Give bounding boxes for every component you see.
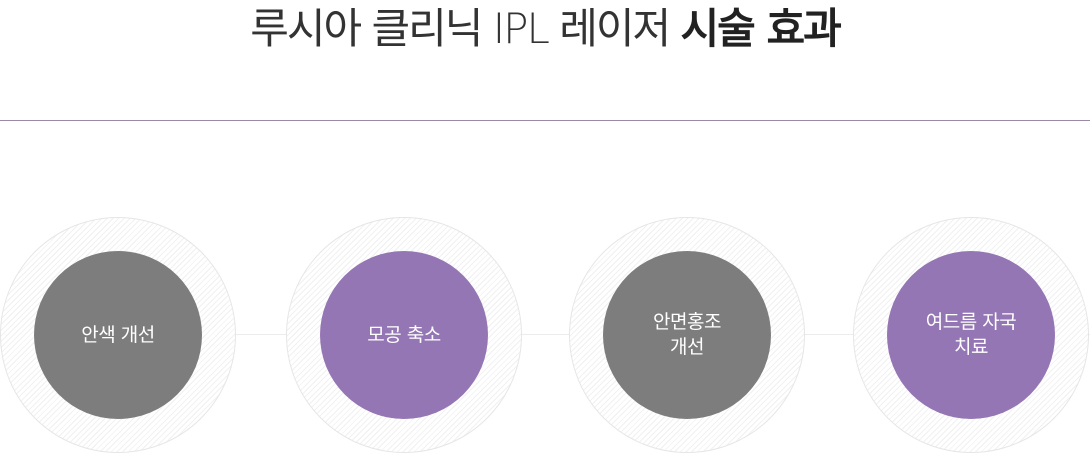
- effect-circle: 여드름 자국 치료: [887, 251, 1055, 419]
- page-title: 루시아 클리닉 IPL 레이저 시술 효과: [0, 0, 1090, 62]
- effect-item-pore: 모공 축소: [286, 217, 522, 453]
- effect-label: 안면홍조 개선: [653, 311, 721, 358]
- effect-item-skin-tone: 안색 개선: [0, 217, 236, 453]
- effect-item-acne-scar: 여드름 자국 치료: [853, 217, 1089, 453]
- effect-label: 안색 개선: [81, 323, 155, 346]
- effect-label: 모공 축소: [367, 323, 441, 346]
- effect-circle: 안색 개선: [34, 251, 202, 419]
- page-title-light: 루시아 클리닉 IPL 레이저: [250, 4, 671, 53]
- page-title-bold: 시술 효과: [680, 4, 842, 53]
- circles-connector-line: [0, 334, 1090, 335]
- effect-circle: 모공 축소: [320, 251, 488, 419]
- effect-item-redness: 안면홍조 개선: [569, 217, 805, 453]
- effect-label: 여드름 자국 치료: [925, 311, 1017, 358]
- effect-circle: 안면홍조 개선: [603, 251, 771, 419]
- title-divider: [0, 120, 1090, 121]
